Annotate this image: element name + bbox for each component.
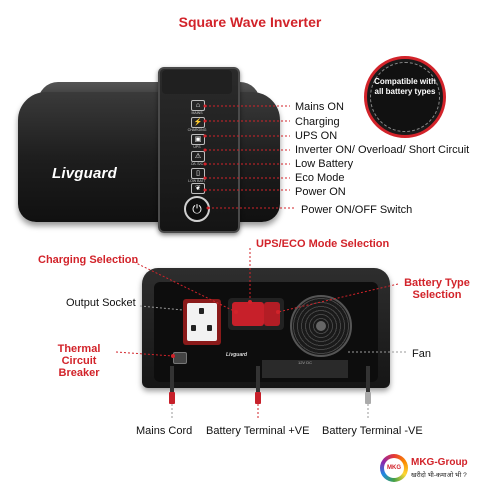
- leader-output-socket: [139, 305, 184, 311]
- overload-led-icon: ⚠: [191, 151, 205, 162]
- led-label-ups: UPS: [193, 145, 201, 149]
- low-battery-led-icon: ▯: [191, 168, 205, 179]
- label-battery-terminal-neg: Battery Terminal -VE: [322, 425, 423, 437]
- label-low-battery: Low Battery: [295, 158, 354, 170]
- led-label-charging: CHARGING: [187, 128, 207, 132]
- brand-logo-text: Livguard: [52, 165, 117, 182]
- control-panel-top: [162, 70, 232, 94]
- fan-hub: [316, 321, 326, 331]
- spec-sticker: 12V DC: [262, 360, 348, 378]
- label-fan: Fan: [412, 348, 431, 360]
- compatibility-badge-text: Compatible with all battery types: [374, 77, 436, 96]
- mkg-tagline: खरीदो भी-कमाओ भी ?: [411, 472, 467, 479]
- battery-neg-cable: [366, 366, 370, 396]
- led-label-low-battery: LOW BATT: [188, 179, 206, 183]
- battery-type-switch[interactable]: [264, 302, 280, 326]
- label-output-socket: Output Socket: [66, 297, 136, 309]
- page-title: Square Wave Inverter: [178, 14, 322, 30]
- label-charging-selection: Charging Selection: [38, 254, 139, 266]
- charging-led-icon: ⚡: [191, 117, 205, 128]
- label-mains-on: Mains ON: [295, 101, 344, 113]
- back-brand-logo: Livguard: [226, 352, 248, 358]
- socket-hole-top: [199, 308, 204, 314]
- label-power-switch: Power ON/OFF Switch: [301, 204, 413, 216]
- socket-hole-left: [191, 325, 196, 331]
- leader-battery-type: [277, 283, 399, 313]
- mkg-brand: MKG-Group: [411, 457, 468, 468]
- battery-pos-cable: [256, 366, 260, 396]
- mains-cord-tip: [169, 392, 175, 404]
- label-battery-type-selection: Battery Type Selection: [404, 277, 470, 301]
- compatibility-badge-inner: [370, 62, 440, 132]
- socket-hole-right: [207, 325, 212, 331]
- led-label-mains: MAINS: [191, 111, 203, 115]
- label-mains-cord: Mains Cord: [136, 425, 193, 437]
- led-label-overload: O/L S/C: [190, 162, 204, 166]
- power-button[interactable]: ⏻: [184, 196, 210, 222]
- battery-pos-terminal: [255, 392, 261, 404]
- ups-eco-switch[interactable]: [232, 302, 264, 326]
- spec-sticker-text: 12V DC: [297, 360, 312, 365]
- label-ups-on: UPS ON: [295, 130, 338, 142]
- mkg-logo-inner: MKG: [384, 458, 404, 478]
- label-ups-eco-selection: UPS/ECO Mode Selection: [256, 238, 390, 250]
- label-charging: Charging: [295, 116, 340, 128]
- label-inverter-on: Inverter ON/ Overload/ Short Circuit: [295, 144, 470, 156]
- mains-cord-cable: [170, 366, 174, 398]
- ups-led-icon: ▣: [191, 134, 205, 145]
- eco-led-icon: ❦: [191, 183, 205, 194]
- leader-charging-selection: [133, 261, 237, 313]
- label-eco-mode: Eco Mode: [295, 172, 345, 184]
- label-power-on: Power ON: [295, 186, 346, 198]
- brand-logo: Livguard: [52, 165, 117, 182]
- battery-neg-terminal: [365, 392, 371, 404]
- leader-thermal-breaker: [115, 351, 174, 357]
- label-thermal-breaker: Thermal Circuit Breaker: [57, 343, 101, 379]
- label-battery-terminal-pos: Battery Terminal +VE: [206, 425, 310, 437]
- thermal-breaker-button[interactable]: [173, 352, 187, 364]
